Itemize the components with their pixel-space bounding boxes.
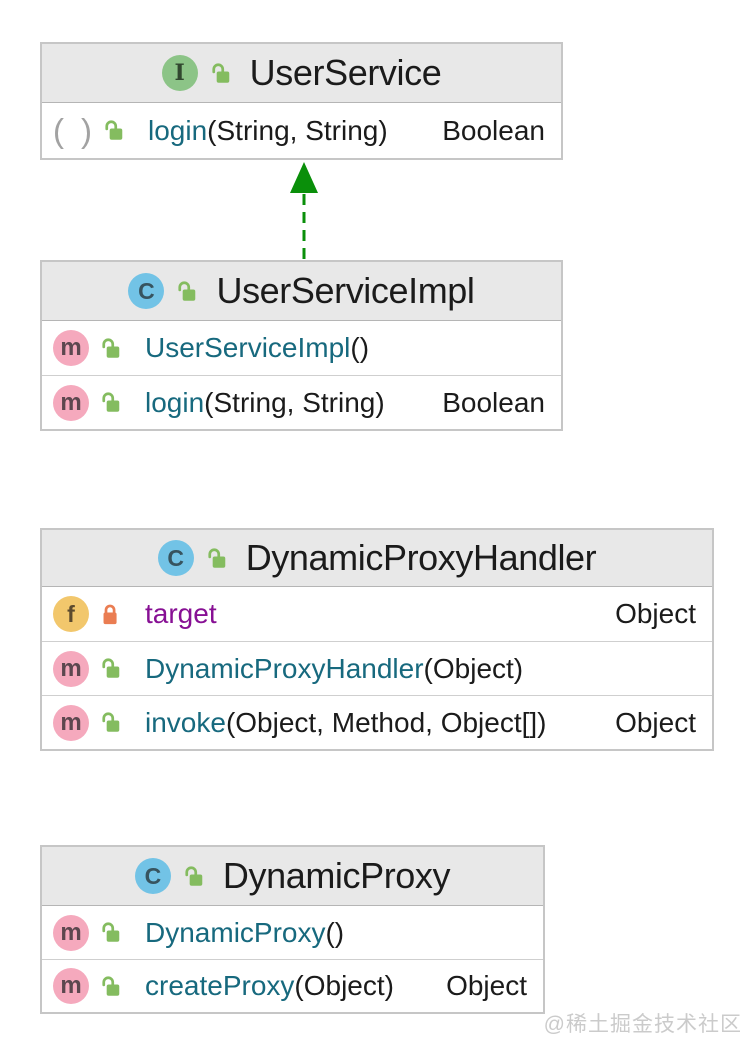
unlock-icon (102, 975, 120, 996)
unlock-icon (212, 62, 229, 83)
member-row-login-abstract[interactable]: ( m ) login(String, String) Boolean (42, 103, 561, 158)
method-icon: m (53, 704, 89, 741)
class-icon: C (157, 540, 194, 576)
member-row-login[interactable]: m login(String, String) Boolean (42, 375, 561, 429)
watermark: @稀土掘金技术社区 (543, 1013, 742, 1036)
class-title: DynamicProxy (222, 855, 451, 896)
method-signature: createProxy(Object) (145, 970, 394, 1001)
class-header-userservice[interactable]: I UserService (42, 44, 561, 103)
member-row-constructor[interactable]: m DynamicProxy() (42, 906, 543, 959)
return-type: Boolean (442, 386, 545, 418)
method-signature: UserServiceImpl() (145, 332, 370, 363)
unlock-icon (208, 547, 226, 568)
class-title: DynamicProxyHandler (245, 537, 597, 578)
unlock-icon (102, 712, 120, 732)
member-row-target-field[interactable]: f target Object (42, 587, 712, 641)
method-signature: DynamicProxy() (145, 916, 345, 948)
method-icon: m (53, 650, 89, 687)
class-title: UserServiceImpl (216, 270, 475, 311)
unlock-icon (105, 120, 123, 140)
unlock-icon (102, 658, 120, 678)
member-row-constructor[interactable]: m DynamicProxyHandler(Object) (42, 641, 712, 695)
lock-icon (103, 604, 117, 624)
member-row-constructor[interactable]: m UserServiceImpl() (42, 321, 561, 375)
implements-arrow (290, 162, 318, 259)
unlock-icon (178, 280, 196, 301)
class-header-dynamicproxyhandler[interactable]: C DynamicProxyHandler (42, 530, 712, 587)
return-type: Object (446, 970, 527, 1001)
return-type: Boolean (442, 114, 545, 146)
class-box-userservice[interactable]: I UserService ( m ) login(String, String… (40, 42, 563, 160)
method-signature: login(String, String) (145, 386, 385, 418)
class-header-userserviceimpl[interactable]: C UserServiceImpl (42, 262, 561, 321)
class-header-dynamicproxy[interactable]: C DynamicProxy (42, 847, 543, 906)
interface-icon: I (161, 55, 198, 91)
method-signature: invoke(Object, Method, Object[]) (145, 706, 547, 738)
field-name: target (145, 598, 217, 629)
class-box-userserviceimpl[interactable]: C UserServiceImpl m UserServiceImpl() m … (40, 260, 563, 431)
class-box-dynamicproxy[interactable]: C DynamicProxy m DynamicProxy() m create… (40, 845, 545, 1014)
return-type: Object (615, 706, 696, 738)
class-icon: C (134, 858, 171, 894)
member-row-createproxy[interactable]: m createProxy(Object) Object (42, 959, 543, 1012)
method-icon: m (53, 968, 89, 1004)
unlock-icon (102, 392, 120, 412)
class-icon: C (128, 273, 165, 309)
method-signature: login(String, String) (148, 114, 388, 146)
member-row-invoke[interactable]: m invoke(Object, Method, Object[]) Objec… (42, 695, 712, 749)
unlock-icon (185, 865, 203, 886)
method-icon: m (53, 914, 89, 951)
class-box-dynamicproxyhandler[interactable]: C DynamicProxyHandler f target Object m … (40, 528, 714, 751)
field-type: Object (615, 598, 696, 629)
unlock-icon (102, 337, 120, 358)
unlock-icon (102, 922, 120, 942)
method-icon: m (53, 330, 89, 366)
method-icon: m (53, 384, 89, 421)
abstract-method-icon: ( m ) (53, 111, 92, 149)
class-title: UserService (249, 52, 442, 93)
method-signature: DynamicProxyHandler(Object) (145, 652, 524, 684)
field-icon: f (53, 596, 89, 632)
